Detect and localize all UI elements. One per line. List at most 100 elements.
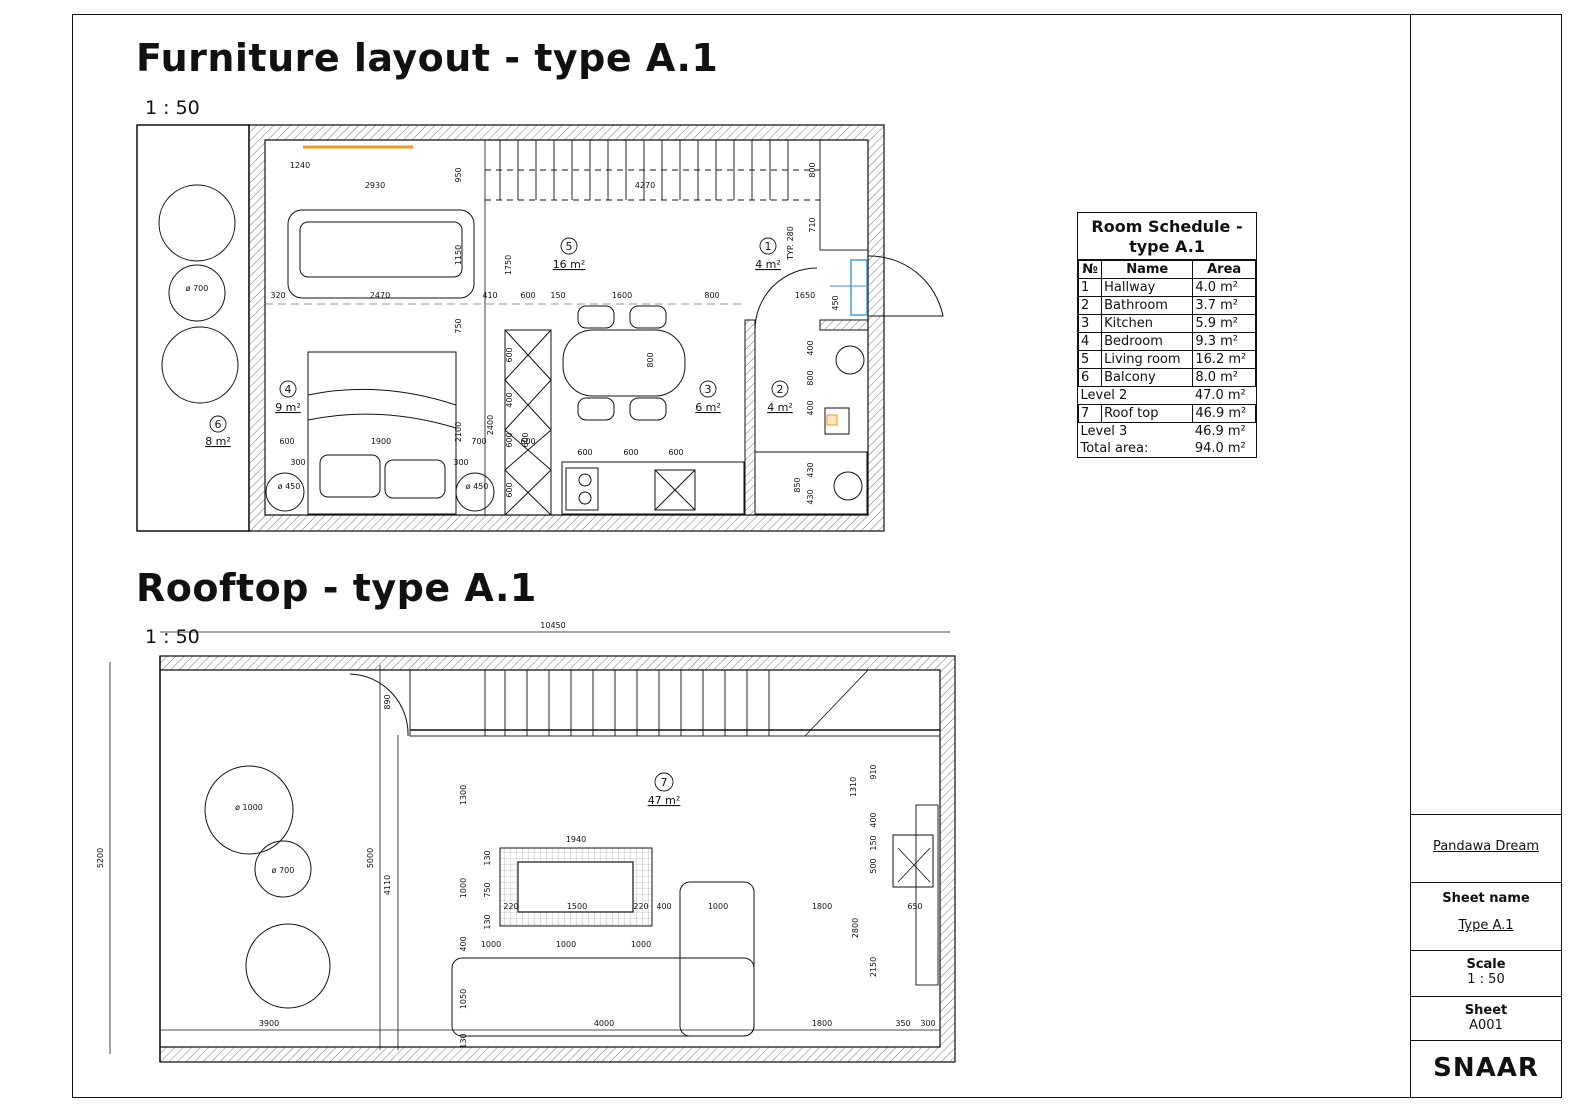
dimension-label: 1240 <box>290 161 310 170</box>
rooftop-stairs <box>409 669 941 737</box>
scale-box: Scale 1 : 50 <box>1410 950 1562 996</box>
dimension-label: 2100 <box>454 422 463 442</box>
dimension-label: 600 <box>505 432 514 447</box>
dimension-label: 2800 <box>851 918 860 938</box>
project-name-box: Pandawa Dream <box>1410 814 1562 882</box>
dimension-label: 800 <box>808 162 817 177</box>
dimension-label: ø 450 <box>278 482 301 491</box>
dimension-label: 2470 <box>370 291 390 300</box>
dimension-label: 400 <box>505 392 514 407</box>
dimension-label: 600 <box>520 291 535 300</box>
sheet-name-label: Sheet name <box>1442 891 1530 906</box>
dimension-label: 1000 <box>556 940 576 949</box>
dimension-label: 220 <box>633 902 648 911</box>
room-area-7: 47 m² <box>648 794 681 807</box>
bedside-table-left <box>265 472 305 512</box>
room-tags-furniture <box>209 237 789 433</box>
bed <box>307 351 457 515</box>
stairs <box>485 139 869 251</box>
dimension-label: 130 <box>483 914 492 929</box>
bathroom-fixtures <box>754 345 868 515</box>
dimension-label: 2400 <box>486 415 495 435</box>
dimension-label: 130 <box>459 1033 468 1048</box>
drawing-scale-rooftop: 1 : 50 <box>145 626 200 648</box>
dimension-label: ø 700 <box>272 866 295 875</box>
rooftop-plan <box>109 631 956 1063</box>
dimension-label: 1750 <box>504 255 513 275</box>
dimension-label: 2150 <box>869 957 878 977</box>
sheet-name-box: Sheet name Type A.1 <box>1410 882 1562 950</box>
dimension-label: 600 <box>521 432 530 447</box>
dimension-label: 5200 <box>96 848 105 868</box>
dimension-label: 2930 <box>365 181 385 190</box>
dimension-label: 300 <box>453 458 468 467</box>
dimension-label: 650 <box>907 902 922 911</box>
dimension-label: 710 <box>808 217 817 232</box>
dimension-label: 1000 <box>708 902 728 911</box>
drawing-sheet-border <box>72 14 1562 1098</box>
round-table-700 <box>254 840 312 898</box>
dimension-label: 150 <box>869 835 878 850</box>
wall-bathroom-north <box>819 319 869 331</box>
dimension-label: 1650 <box>795 291 815 300</box>
dimension-label: 1500 <box>567 902 587 911</box>
dimension-label: 300 <box>290 458 305 467</box>
drawing-title-furniture: Furniture layout - type A.1 <box>136 36 719 80</box>
dimension-label: 600 <box>623 448 638 457</box>
schedule-header-area: Area <box>1192 260 1256 279</box>
bedside-table-right <box>455 472 495 512</box>
total-row: Total area:94.0 m² <box>1080 441 1246 456</box>
dimension-label: ø 1000 <box>235 803 263 812</box>
dimension-label: 1310 <box>849 777 858 797</box>
dimension-label: 1150 <box>454 245 463 265</box>
dimension-label: 4270 <box>635 181 655 190</box>
dimension-label: 320 <box>270 291 285 300</box>
room-area-1: 4 m² <box>755 258 781 271</box>
dimension-label: 1000 <box>459 878 468 898</box>
dimension-label: 400 <box>656 902 671 911</box>
wardrobe <box>504 329 552 516</box>
dimension-label: 750 <box>454 318 463 333</box>
dimension-label: 1000 <box>631 940 651 949</box>
dimension-label: 220 <box>503 902 518 911</box>
dimension-label: 500 <box>869 858 878 873</box>
dimension-label: 1800 <box>812 1019 832 1028</box>
room-area-4: 9 m² <box>275 401 301 414</box>
balcony-furniture <box>158 184 239 404</box>
sheet-name-value: Type A.1 <box>1458 918 1514 933</box>
room-tag-4: 4 <box>285 383 292 396</box>
dimension-label: 600 <box>505 347 514 362</box>
dimension-label: 4110 <box>383 875 392 895</box>
dimension-label: 1050 <box>459 989 468 1009</box>
dimension-label: 410 <box>482 291 497 300</box>
room-tag-7-circle <box>654 772 674 792</box>
dimension-label: 600 <box>279 437 294 446</box>
room-tag-5: 5 <box>566 240 573 253</box>
dimension-label: 950 <box>454 167 463 182</box>
dimension-label: 1000 <box>481 940 501 949</box>
room-tag-6: 6 <box>215 418 222 431</box>
dimension-label: 750 <box>483 882 492 897</box>
brand-box: SNAAR <box>1410 1040 1562 1098</box>
drawing-scale-furniture: 1 : 50 <box>145 97 200 119</box>
dining-table <box>562 305 686 421</box>
wall-bathroom-west <box>744 319 756 516</box>
dimension-label: 400 <box>806 400 815 415</box>
room-tag-1: 1 <box>765 240 772 253</box>
dimension-label: 890 <box>383 694 392 709</box>
round-table-1000 <box>204 765 294 855</box>
scale-value: 1 : 50 <box>1467 972 1505 987</box>
dimension-label: 300 <box>920 1019 935 1028</box>
dimension-label: 450 <box>831 295 840 310</box>
